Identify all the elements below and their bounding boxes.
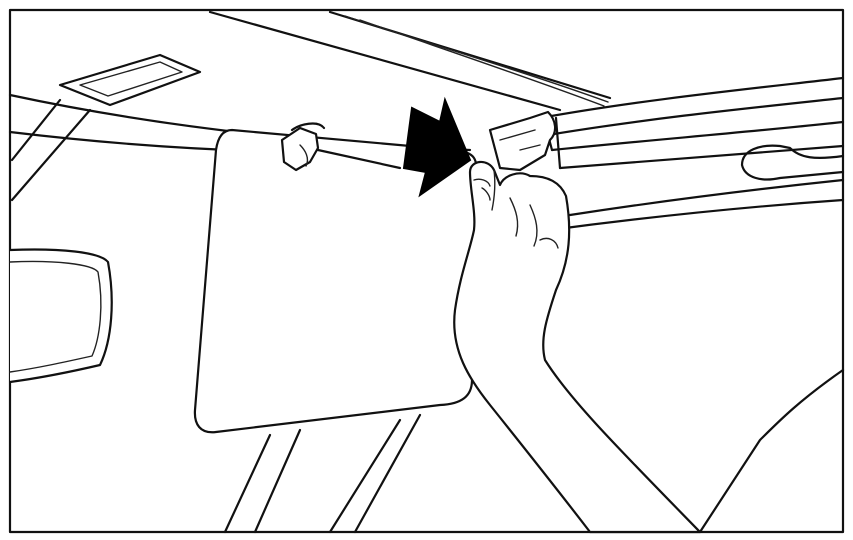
visor-mount: [490, 112, 555, 170]
lower-pillars: [225, 415, 420, 532]
pillar-strip: [12, 100, 90, 200]
dome-light: [60, 55, 200, 105]
grab-handle: [742, 146, 843, 180]
rear-view-mirror: [10, 250, 112, 383]
